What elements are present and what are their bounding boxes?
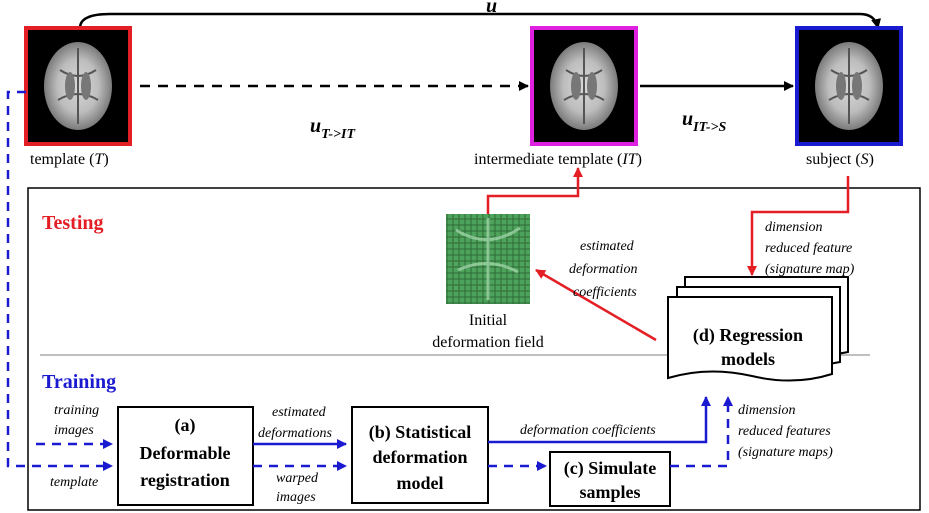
template-feed-arrow [6,90,113,471]
dim-feature-3: (signature map) [765,262,855,277]
training-images-2: images [54,423,94,438]
box-b-line-1: (b) Statistical [369,422,472,443]
box-c-line-1: (c) Simulate [564,458,656,479]
est-coef-1: estimated [580,239,635,254]
box-a-line-2: Deformable [140,443,231,463]
template-input-label: template [50,475,98,490]
u-arrow [78,12,881,29]
process-frame [27,187,921,511]
est-deform-1: estimated [272,405,327,420]
def-coef-label: deformation coefficients [520,423,656,438]
box-c-line-2: samples [579,482,640,502]
est-deform-2: deformations [258,426,332,441]
box-d-line-2: models [721,349,775,369]
dim-feature-2: reduced feature [765,241,852,256]
box-a-line-3: registration [140,470,230,490]
deformation-field-caption-1: Initial [469,312,508,329]
box-c [549,451,671,507]
box-b-line-3: model [397,473,444,493]
u-it-s-label: uIT->S [682,108,726,135]
subject-image [795,26,903,146]
warped-2: images [276,490,316,505]
c-to-regression-arrow [670,396,733,468]
deformation-field-caption-2: deformation field [432,334,544,351]
regression-models-box [667,276,849,382]
u-label: u [486,0,497,17]
template-caption: template (T) [30,151,109,168]
intermediate-caption: intermediate template (IT) [474,151,642,168]
training-title: Training [42,371,116,393]
box-b-line-2: deformation [373,447,468,467]
dim-features-1: dimension [738,403,796,418]
box-d-line-1: (d) Regression [693,325,803,346]
subject-to-regression-arrow [747,176,850,276]
regression-to-field-arrow [535,268,657,342]
warped-1: warped [276,471,319,486]
dim-features-3: (signature maps) [738,445,833,460]
box-a [117,406,254,506]
training-images-1: training [54,403,99,418]
u-t-it-label: uT->IT [310,115,356,142]
subject-caption: subject (S) [806,151,874,168]
field-to-it-arrow [486,167,583,214]
est-coef-3: coefficients [573,285,637,300]
intermediate-template-image [530,26,638,146]
def-coef-arrow [488,396,711,444]
template-image [24,26,132,146]
est-coef-2: deformation [569,262,637,277]
box-a-line-1: (a) [175,415,196,436]
testing-title: Testing [42,212,104,234]
deformation-field-shade [455,218,521,300]
dim-features-2: reduced features [738,424,831,439]
dim-feature-1: dimension [765,220,823,235]
box-b [351,406,489,504]
